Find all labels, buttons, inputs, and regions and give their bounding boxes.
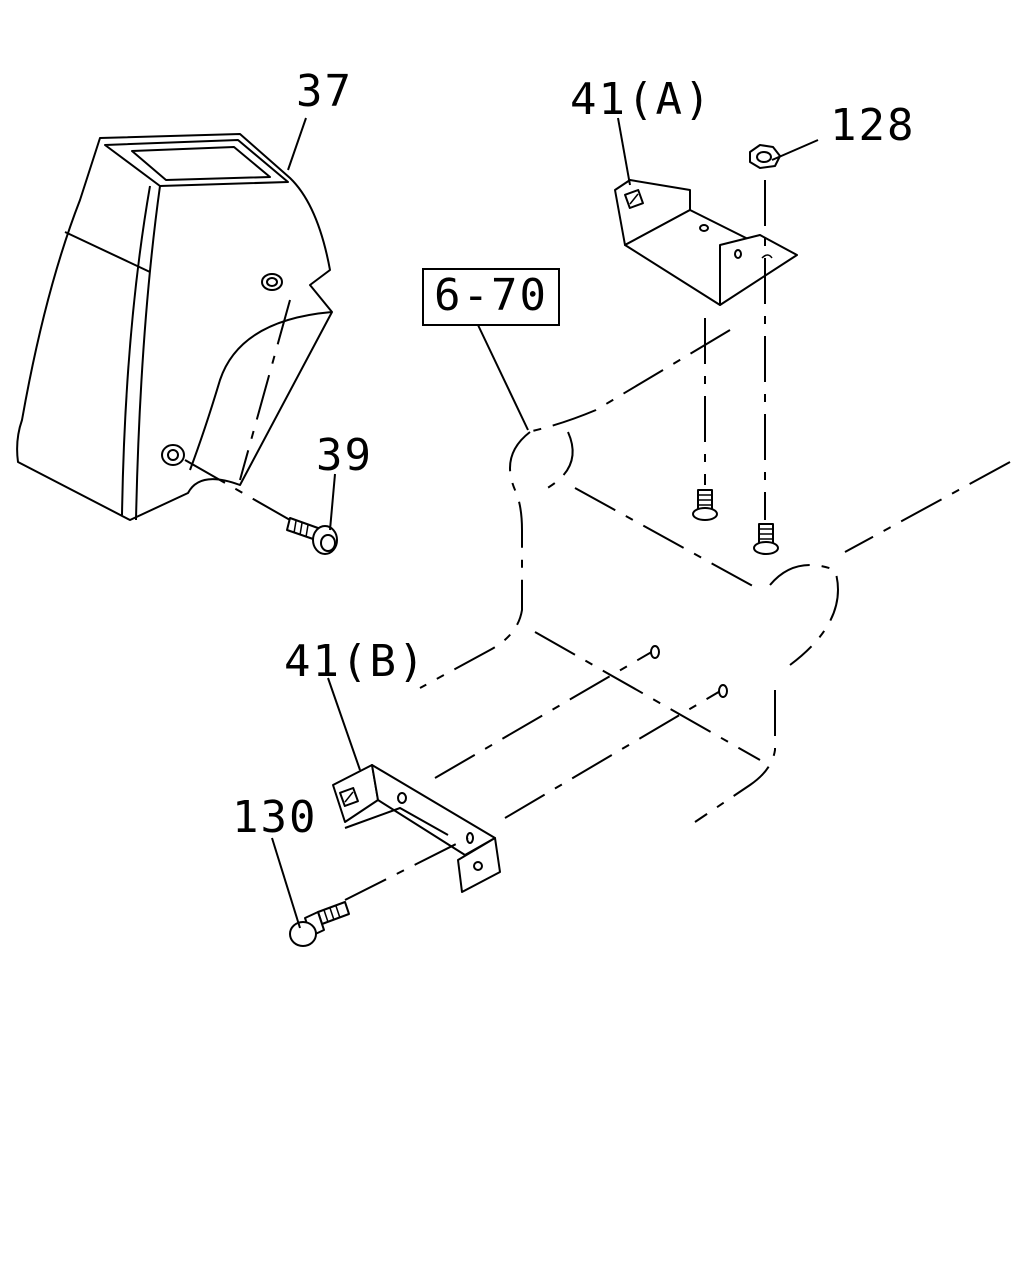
mount-line-b3 xyxy=(344,837,469,901)
bolt-part-130 xyxy=(289,901,350,947)
small-bolt-right xyxy=(753,523,779,555)
callout-41a: 41(A) xyxy=(570,74,713,125)
mount-line-b2 xyxy=(504,689,723,819)
cover-part-37 xyxy=(16,133,333,521)
bracket-part-41b xyxy=(332,764,501,893)
mount-line-b1 xyxy=(434,649,656,779)
callout-39: 39 xyxy=(316,430,373,481)
bolt-part-39 xyxy=(286,517,338,555)
callout-37: 37 xyxy=(296,66,353,117)
phantom-frame xyxy=(419,329,1011,823)
cover-mount-line-upper xyxy=(239,299,291,481)
small-bolt-left xyxy=(692,489,718,521)
cover-mount-line-lower xyxy=(184,459,291,521)
callout-130: 130 xyxy=(232,792,318,843)
leader-lines xyxy=(271,117,819,929)
reference-box: 6-70 xyxy=(422,268,560,326)
hole-frame-2 xyxy=(718,684,728,698)
callout-128: 128 xyxy=(830,100,916,151)
nut-part-128 xyxy=(749,144,781,169)
bracket-part-41a xyxy=(614,179,798,306)
hole-frame-1 xyxy=(650,645,660,659)
reference-label: 6-70 xyxy=(434,270,548,321)
callout-41b: 41(B) xyxy=(284,636,427,687)
